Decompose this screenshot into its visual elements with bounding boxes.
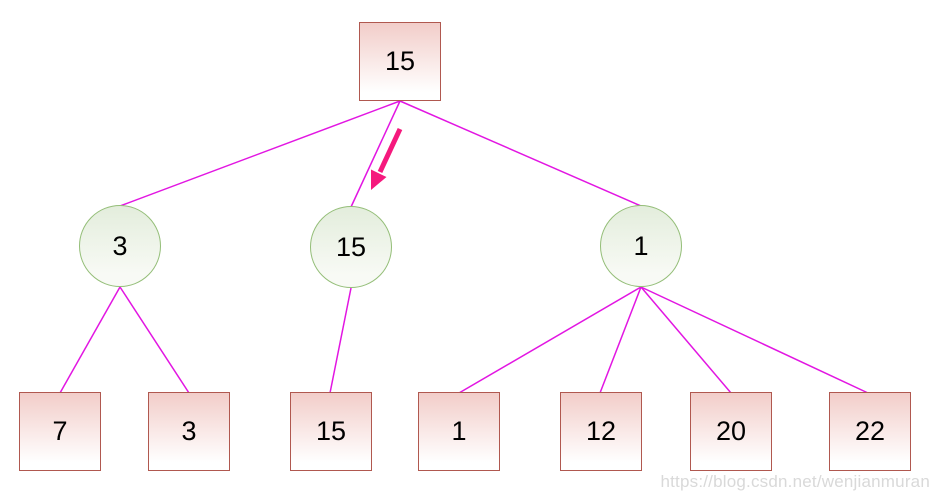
watermark-url: https://blog.csdn.net/wenjianmuran	[660, 472, 930, 491]
tree-node-leaf-1: 3	[148, 392, 230, 471]
edge-internal1-to-leaf-2	[329, 287, 352, 394]
tree-node-root: 15	[359, 22, 441, 101]
tree-node-internal-2: 1	[600, 205, 682, 287]
tree-node-leaf-4: 12	[560, 392, 642, 471]
edge-root-to-internal-0	[119, 100, 401, 207]
tree-node-leaf-0: 7	[19, 392, 101, 471]
tree-node-internal-1: 15	[310, 206, 392, 288]
edge-internal2-to-leaf-3	[458, 286, 642, 394]
edge-internal0-to-leaf-1	[119, 286, 190, 394]
edge-root-to-internal-1	[350, 100, 401, 208]
edge-internal0-to-leaf-0	[59, 286, 121, 394]
edge-root-to-internal-2	[399, 100, 642, 207]
insert-arrow-icon	[371, 127, 403, 190]
edge-internal2-to-leaf-5	[640, 286, 732, 394]
tree-node-leaf-3: 1	[418, 392, 500, 471]
tree-node-internal-0: 3	[79, 205, 161, 287]
tree-node-leaf-6: 22	[829, 392, 911, 471]
tree-node-leaf-5: 20	[690, 392, 772, 471]
edge-internal2-to-leaf-4	[599, 286, 642, 394]
tree-node-leaf-2: 15	[290, 392, 372, 471]
edge-internal2-to-leaf-6	[640, 286, 869, 394]
